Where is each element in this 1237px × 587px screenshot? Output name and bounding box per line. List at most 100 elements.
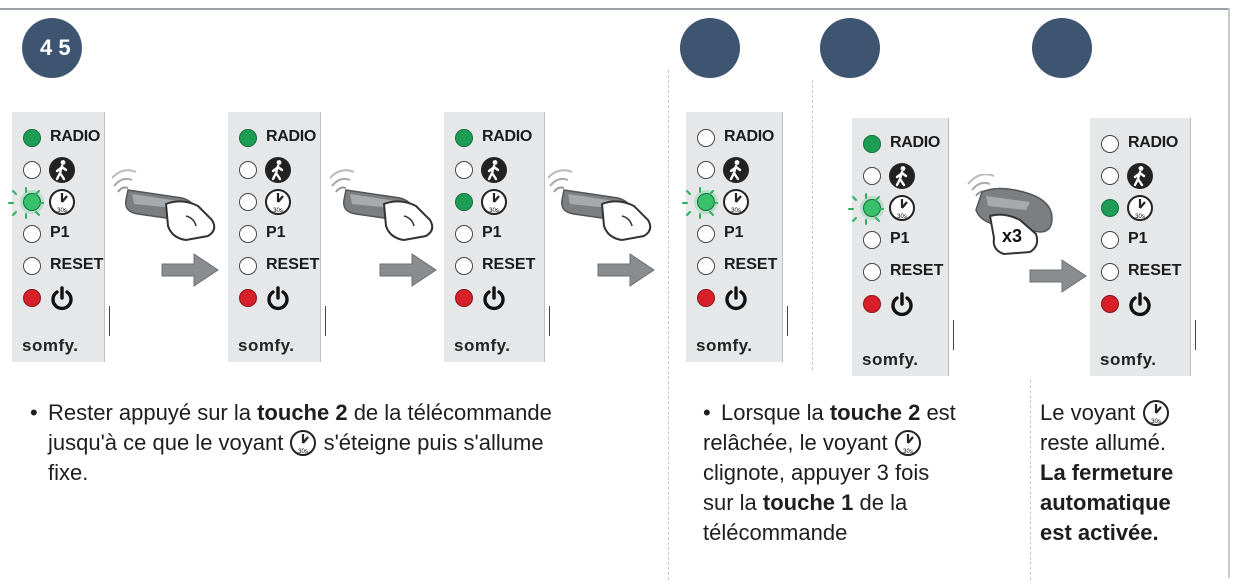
step-badge-4 [1032, 18, 1092, 78]
svg-text:30s: 30s [57, 208, 67, 214]
step-badge-1: 4 5 [22, 18, 82, 78]
svg-text:30s: 30s [731, 208, 741, 214]
pedestrian-icon [265, 157, 291, 183]
led-indicator [1101, 263, 1119, 281]
led-indicator [239, 161, 257, 179]
step-badge-2 [680, 18, 740, 78]
panel-row [1090, 162, 1190, 192]
led-indicator [23, 289, 41, 307]
timer-30s-icon: 30s [889, 195, 915, 221]
panel-row: 30s [8, 187, 104, 219]
remote-hand-icon [112, 169, 216, 242]
led-indicator [697, 129, 715, 147]
led-indicator [697, 225, 715, 243]
radio-label: RADIO [890, 134, 941, 151]
panel-row: RADIO [228, 124, 320, 154]
led-indicator [239, 193, 257, 211]
led-indicator [455, 161, 473, 179]
led-indicator [239, 129, 257, 147]
panel-row: RESET [12, 252, 104, 282]
panel-row [228, 284, 320, 314]
led-indicator [863, 295, 881, 313]
press-count-label: x3 [1002, 226, 1023, 246]
panel-row: 30s [1090, 194, 1190, 224]
panel-row [12, 284, 104, 314]
led-indicator [1101, 295, 1119, 313]
led-indicator [455, 129, 473, 147]
pedestrian-icon [723, 157, 749, 183]
panel-row: RESET [686, 252, 782, 282]
panel-row: 30s [682, 187, 782, 219]
pedestrian-icon [889, 163, 915, 189]
power-icon [483, 286, 505, 311]
somfy-logo: somfy. [454, 336, 511, 355]
p1-label: P1 [266, 224, 286, 241]
svg-text:30s: 30s [489, 208, 499, 214]
somfy-logo: somfy. [238, 336, 295, 355]
led-indicator [455, 225, 473, 243]
led-indicator [239, 225, 257, 243]
led-indicator [863, 199, 881, 217]
panel-row: P1 [686, 220, 782, 250]
panel-row [686, 284, 782, 314]
panel-row [444, 156, 544, 186]
svg-text:30s: 30s [903, 449, 913, 455]
power-icon [267, 286, 289, 311]
panel-row: P1 [228, 220, 320, 250]
radio-label: RADIO [50, 128, 101, 145]
led-indicator [455, 289, 473, 307]
svg-text:30s: 30s [897, 214, 907, 220]
svg-text:30s: 30s [273, 208, 283, 214]
led-indicator [1101, 199, 1119, 217]
led-indicator [239, 289, 257, 307]
led-indicator [863, 231, 881, 249]
panel-row [12, 156, 104, 186]
step-badge-number: 4 5 [40, 35, 71, 60]
panel-row: RADIO [12, 124, 104, 154]
panel-row: P1 [12, 220, 104, 250]
timer-30s-icon: 30s [723, 189, 749, 215]
panel-row [228, 156, 320, 186]
somfy-logo: somfy. [1100, 350, 1157, 369]
svg-text:30s: 30s [1135, 214, 1145, 220]
step-badge-3 [820, 18, 880, 78]
p1-label: P1 [724, 224, 744, 241]
led-indicator [23, 161, 41, 179]
panel-row: 30s [228, 188, 320, 218]
timer-30s-icon: 30s [49, 189, 75, 215]
led-indicator [23, 257, 41, 275]
power-icon [725, 286, 747, 311]
svg-text:30s: 30s [1151, 419, 1161, 425]
power-icon [891, 292, 913, 317]
panel-row [444, 284, 544, 314]
led-indicator [863, 167, 881, 185]
remote-hand-icon [967, 174, 1053, 256]
panel-row: RESET [444, 252, 544, 282]
panel-row: P1 [852, 226, 948, 256]
arrow-right-icon [1029, 259, 1087, 293]
p1-label: P1 [1128, 230, 1148, 247]
panel-row: 30s [444, 188, 544, 218]
panel-row: RADIO [852, 130, 948, 160]
led-indicator [697, 161, 715, 179]
led-indicator [1101, 135, 1119, 153]
panel-edge-mark [953, 320, 954, 350]
power-icon [51, 286, 73, 311]
led-indicator [23, 225, 41, 243]
panel-row: RESET [1090, 258, 1190, 288]
p1-label: P1 [890, 230, 910, 247]
panel-row [1090, 290, 1190, 320]
remote-hand-icon [330, 169, 434, 242]
radio-label: RADIO [1128, 134, 1179, 151]
led-indicator [455, 193, 473, 211]
led-indicator [697, 257, 715, 275]
led-indicator [863, 135, 881, 153]
caption-step-2: •Lorsque la touche 2 est relâchée, le vo… [703, 400, 956, 545]
led-indicator [23, 129, 41, 147]
separator [1030, 380, 1031, 580]
p1-label: P1 [482, 224, 502, 241]
